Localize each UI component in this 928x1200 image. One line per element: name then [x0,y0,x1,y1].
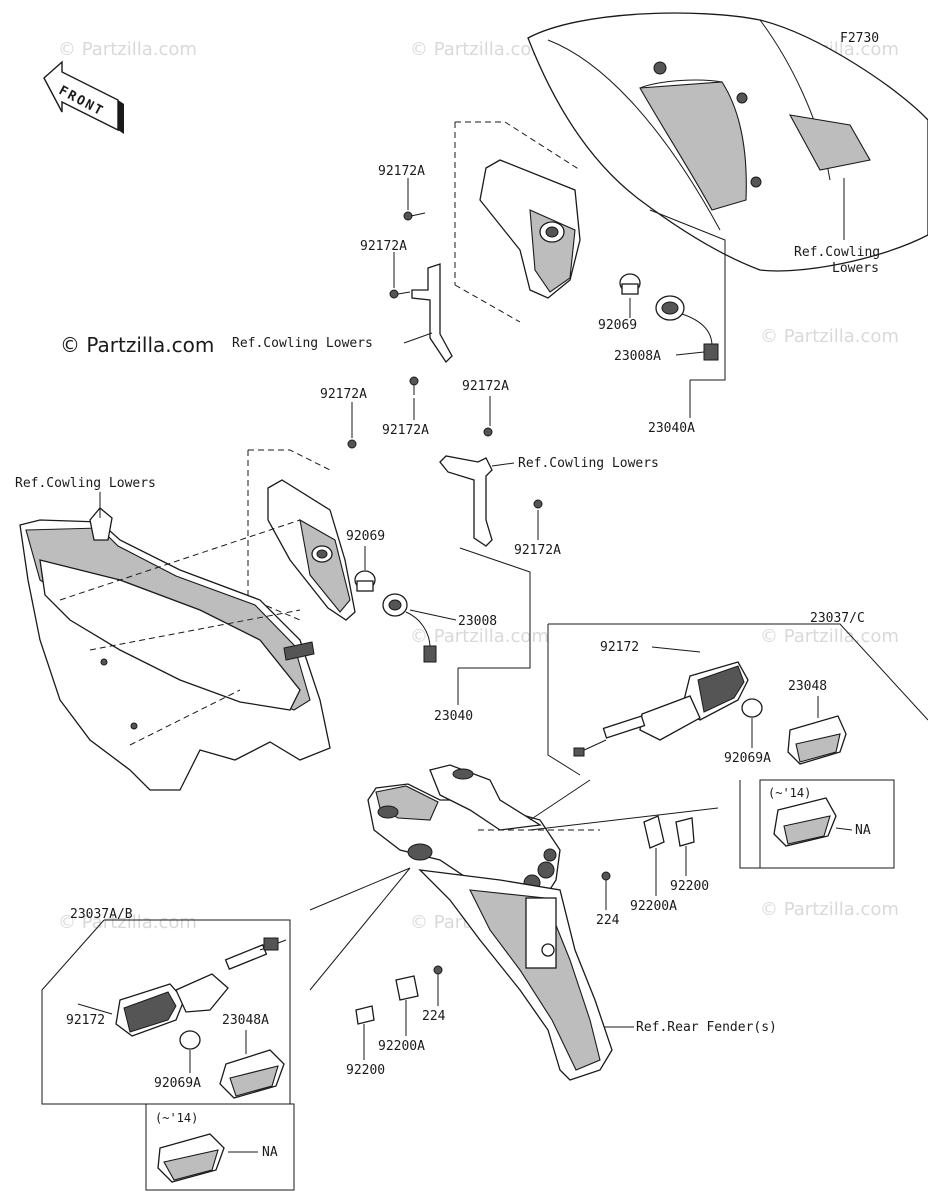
label-ref-cowling-lowers: Ref.Cowling Lowers [232,336,373,351]
leader-line [651,646,701,653]
label-23008A: 23008A [614,349,661,364]
label-92172: 92172 [66,1013,105,1028]
label-23008: 23008 [458,614,497,629]
na-box [759,779,895,869]
leader-line [835,827,853,831]
diagram-code: F2730 [840,31,879,46]
label-92172A: 92172A [378,164,425,179]
watermark: © Partzilla.com [760,899,899,920]
leader-line [529,779,591,821]
turn-signal-lamp-upper [389,121,726,395]
label-ref-cowling-lowers: Ref.Cowling Lowers [15,476,156,491]
turn-signal-lamp-lower [247,427,543,669]
watermark: © Partzilla.com [760,626,899,647]
leader-line [675,351,705,356]
label-until-2014: (~'14) [155,1111,198,1125]
leader-line [77,1003,113,1015]
label-92069: 92069 [346,529,385,544]
watermark: © Partzilla.com [760,326,899,347]
leader-line [309,867,411,991]
label-92200A: 92200A [378,1039,425,1054]
label-92200: 92200 [346,1063,385,1078]
label-ref-cowling-lowers: Ref.Cowling Lowers [518,456,659,471]
label-ref-cowling-lowers: Ref.Cowling [794,245,880,260]
rear-fender [367,764,613,1081]
label-ref-cowling-lowers: Lowers [832,261,879,276]
label-23037AB: 23037A/B [70,907,133,922]
label-92069: 92069 [598,318,637,333]
label-92069A: 92069A [154,1076,201,1091]
leader-line [409,609,457,621]
label-23048: 23048 [788,679,827,694]
label-92172A: 92172A [462,379,509,394]
label-23048A: 23048A [222,1013,269,1028]
label-na: NA [855,823,871,838]
watermark: © Partzilla.com [410,39,549,60]
na-box [145,1103,295,1191]
leader-line [491,462,515,467]
label-92069A: 92069A [724,751,771,766]
label-92172A: 92172A [320,387,367,402]
label-23040A: 23040A [648,421,695,436]
label-92172A: 92172A [360,239,407,254]
copyright-text: © Partzilla.com [60,333,214,357]
watermark: © Partzilla.com [58,912,197,933]
rear-turn-signal-right [547,623,928,869]
label-ref-rear-fender: Ref.Rear Fender(s) [636,1020,777,1035]
label-23037C: 23037/C [810,611,865,626]
clip-nuts-right [601,815,695,881]
leader-line [529,807,719,831]
rear-cowling [527,12,928,272]
watermark: © Partzilla.com [58,39,197,60]
label-92200: 92200 [670,879,709,894]
label-224: 224 [596,913,620,928]
leader-line [309,867,411,911]
label-92172: 92172 [600,640,639,655]
leader-line [403,332,433,344]
label-92200A: 92200A [630,899,677,914]
rear-turn-signal-left [41,919,295,1191]
front-arrow-icon: FRONT [43,60,124,134]
label-na: NA [262,1145,278,1160]
clip-nuts-left [355,965,443,1025]
label-92172A: 92172A [514,543,561,558]
label-until-2014: (~'14) [768,786,811,800]
left-cowling-lower [19,507,331,791]
label-224: 224 [422,1009,446,1024]
watermark: © Partzilla.com [410,626,549,647]
label-23040: 23040 [434,709,473,724]
label-92172A: 92172A [382,423,429,438]
